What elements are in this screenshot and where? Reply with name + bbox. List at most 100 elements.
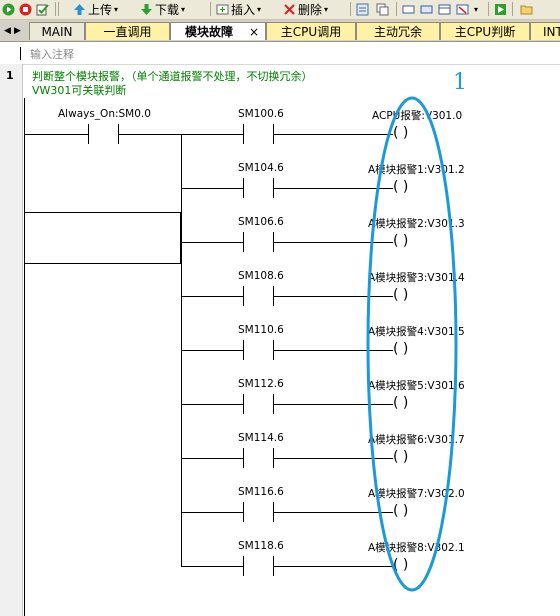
coil-label[interactable]: A模块报警7:V302.0: [368, 488, 465, 500]
rung-wire-left: [181, 242, 243, 243]
go-icon[interactable]: [494, 1, 507, 17]
contact-left-bar: [243, 556, 244, 576]
insert-icon: [216, 4, 229, 14]
tab-bar: ◀ ▶ MAIN 一直调用 模块故障 × 主CPU调用 主动冗余 主CPU判断 …: [0, 20, 560, 42]
rung-wire-right: [273, 458, 393, 459]
coil-label[interactable]: A模块报警8:V302.1: [368, 542, 465, 554]
rung-wire-left: [181, 296, 243, 297]
tab-scroll-right-icon[interactable]: ▶: [14, 26, 21, 36]
rung-wire-left: [181, 512, 243, 513]
stop-icon[interactable]: [19, 1, 32, 17]
delete-label: 删除: [298, 2, 323, 17]
contact-left-bar: [243, 124, 244, 144]
coil-symbol[interactable]: ( ): [393, 179, 409, 195]
coil-symbol[interactable]: ( ): [393, 341, 409, 357]
power-rail: [24, 98, 25, 616]
rung-wire-left: [181, 458, 243, 459]
rung-wire-left: [181, 566, 243, 567]
tab-module-fault[interactable]: 模块故障 ×: [170, 22, 266, 40]
contact-left-bar: [243, 502, 244, 522]
input-contact-left-bar: [88, 124, 89, 144]
contact-address[interactable]: SM118.6: [238, 540, 284, 552]
contact-left-bar: [243, 232, 244, 252]
contact-address[interactable]: SM100.6: [238, 108, 284, 120]
text-cursor: [20, 47, 21, 60]
coil-symbol[interactable]: ( ): [393, 449, 409, 465]
compile-icon[interactable]: [36, 1, 49, 17]
ladder-editor[interactable]: 1 判断整个模块报警，（单个通道报警不处理，不切换冗余） VW301可关联判断 …: [0, 64, 560, 616]
rung-wire-right: [273, 242, 393, 243]
upload-label: 上传: [88, 2, 113, 17]
coil-label[interactable]: A模块报警1:V301.2: [368, 164, 465, 176]
tab-int[interactable]: INT: [530, 22, 560, 40]
rung-wire-right: [273, 404, 393, 405]
contact-address[interactable]: SM116.6: [238, 486, 284, 498]
selected-cell[interactable]: [24, 212, 181, 264]
tab-scroll-left-icon[interactable]: ◀: [4, 26, 11, 36]
coil-symbol[interactable]: ( ): [393, 395, 409, 411]
coil-label[interactable]: A模块报警5:V301.6: [368, 380, 465, 392]
rung-wire-left: [181, 404, 243, 405]
coil-label[interactable]: A模块报警2:V301.3: [368, 218, 465, 230]
folder-icon[interactable]: [520, 1, 533, 17]
coil-symbol[interactable]: ( ): [393, 125, 409, 141]
copy-icon[interactable]: [376, 1, 389, 17]
network-icon[interactable]: [356, 1, 369, 17]
contact-left-bar: [243, 394, 244, 414]
network-gutter: 1: [0, 64, 23, 616]
coil-symbol[interactable]: ( ): [393, 287, 409, 303]
coil-label[interactable]: A模块报警3:V301.4: [368, 272, 465, 284]
contact-address[interactable]: SM114.6: [238, 432, 284, 444]
run-icon[interactable]: [2, 1, 15, 17]
tab-main[interactable]: MAIN: [29, 22, 85, 40]
coil-symbol[interactable]: ( ): [393, 233, 409, 249]
program-comment-input[interactable]: 输入注释: [30, 48, 74, 61]
rung-wire-right: [273, 566, 393, 567]
contact-address[interactable]: SM110.6: [238, 324, 284, 336]
rung-wire-right: [273, 134, 393, 135]
input-contact-label[interactable]: Always_On:SM0.0: [58, 108, 151, 120]
annotation-ellipse-shape: [366, 96, 458, 592]
upload-button[interactable]: 上传 ▾: [73, 1, 118, 17]
tab-close-icon[interactable]: ×: [248, 24, 259, 39]
tab-main-cpu-judge[interactable]: 主CPU判断: [440, 22, 530, 40]
table-icon[interactable]: [438, 1, 451, 17]
insert-button[interactable]: 插入 ▾: [216, 1, 261, 17]
download-button[interactable]: 下载 ▾: [140, 1, 185, 17]
toggle-address-icon[interactable]: [420, 1, 433, 17]
symbol-icon[interactable]: [402, 1, 415, 17]
coil-label[interactable]: A模块报警6:V301.7: [368, 434, 465, 446]
dropdown-arrow-icon[interactable]: ▾: [474, 4, 479, 14]
contact-address[interactable]: SM112.6: [238, 378, 284, 390]
coil-symbol[interactable]: ( ): [393, 503, 409, 519]
network-number: 1: [6, 69, 14, 82]
coil-label[interactable]: A模块报警4:V301.5: [368, 326, 465, 338]
toolbar: 上传 ▾ 下载 ▾ 插入 ▾ 删除 ▾ ▾: [0, 0, 560, 20]
delete-icon: [284, 3, 295, 15]
network-comment-line2[interactable]: VW301可关联判断: [32, 84, 127, 97]
tab-continuous-call[interactable]: 一直调用: [85, 22, 170, 40]
rung-wire-right: [273, 350, 393, 351]
network-comment-line1[interactable]: 判断整个模块报警，（单个通道报警不处理，不切换冗余）: [32, 70, 313, 83]
rung-wire-right: [273, 512, 393, 513]
arrow-down-icon: [141, 3, 152, 15]
insert-label: 插入: [231, 2, 256, 17]
rung-wire-right: [273, 188, 393, 189]
tab-active-redundancy[interactable]: 主动冗余: [356, 22, 440, 40]
delete-button[interactable]: 删除 ▾: [283, 1, 328, 17]
annotation-ellipse: [366, 96, 458, 592]
contact-left-bar: [243, 286, 244, 306]
contact-address[interactable]: SM104.6: [238, 162, 284, 174]
tab-main-cpu-call[interactable]: 主CPU调用: [266, 22, 356, 40]
coil-symbol[interactable]: ( ): [393, 557, 409, 573]
contact-address[interactable]: SM108.6: [238, 270, 284, 282]
contact-left-bar: [243, 340, 244, 360]
contact-address[interactable]: SM106.6: [238, 216, 284, 228]
rung-wire-right: [273, 296, 393, 297]
clear-icon[interactable]: [456, 1, 469, 17]
program-comment-bar: 输入注释: [0, 42, 560, 65]
download-label: 下载: [155, 2, 180, 17]
rung-wire-left: [181, 134, 243, 135]
contact-left-bar: [243, 448, 244, 468]
rung-wire-left: [181, 350, 243, 351]
